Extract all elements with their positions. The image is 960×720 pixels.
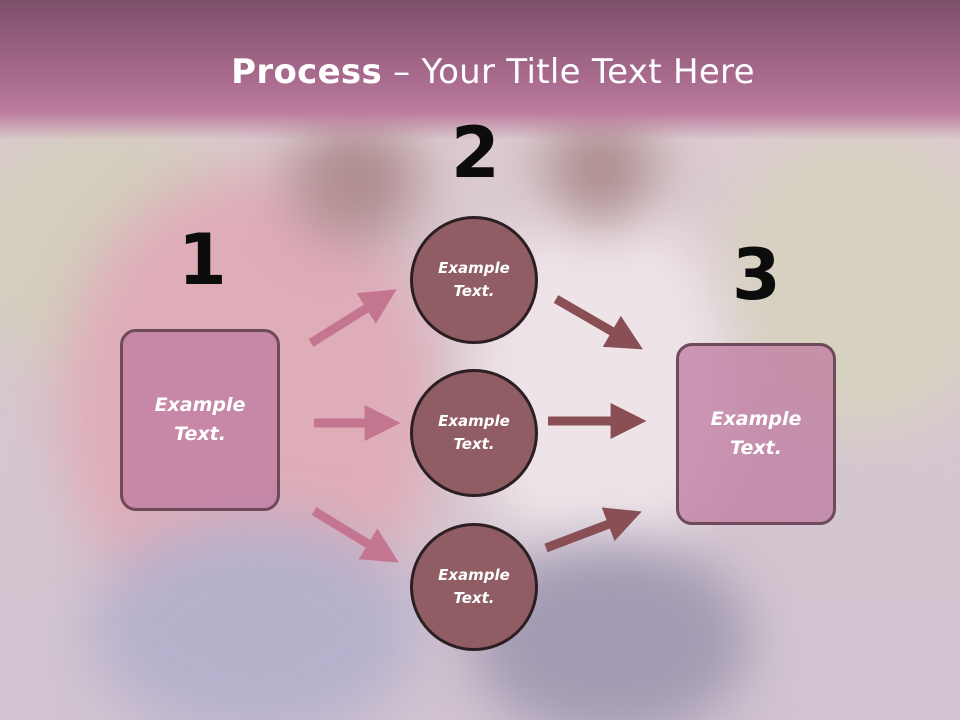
step-number-2: 2 — [451, 112, 500, 194]
circle-top-label: Example Text. — [438, 259, 510, 300]
title-bold: Process — [231, 52, 383, 92]
step-3-box: Example Text. — [676, 343, 836, 525]
step-2-circle-bottom: Example Text. — [410, 523, 538, 651]
title-rest: – Your Title Text Here — [382, 52, 755, 92]
arrow-bottom-to-3 — [544, 507, 642, 553]
arrow-1-to-top — [308, 289, 397, 347]
step-1-box: Example Text. — [120, 329, 280, 511]
step-3-label: Example Text. — [710, 408, 802, 459]
step-2-circle-top: Example Text. — [410, 216, 538, 344]
circle-middle-label: Example Text. — [438, 412, 510, 453]
arrow-1-to-bottom — [311, 507, 399, 563]
slide-title: Process – Your Title Text Here — [0, 52, 960, 92]
step-number-1: 1 — [178, 219, 227, 301]
step-1-label: Example Text. — [154, 394, 246, 445]
circle-bottom-label: Example Text. — [438, 566, 510, 607]
title-band — [0, 0, 960, 140]
step-2-circle-middle: Example Text. — [410, 369, 538, 497]
step-number-3: 3 — [732, 234, 781, 316]
arrow-top-to-3 — [553, 295, 643, 350]
